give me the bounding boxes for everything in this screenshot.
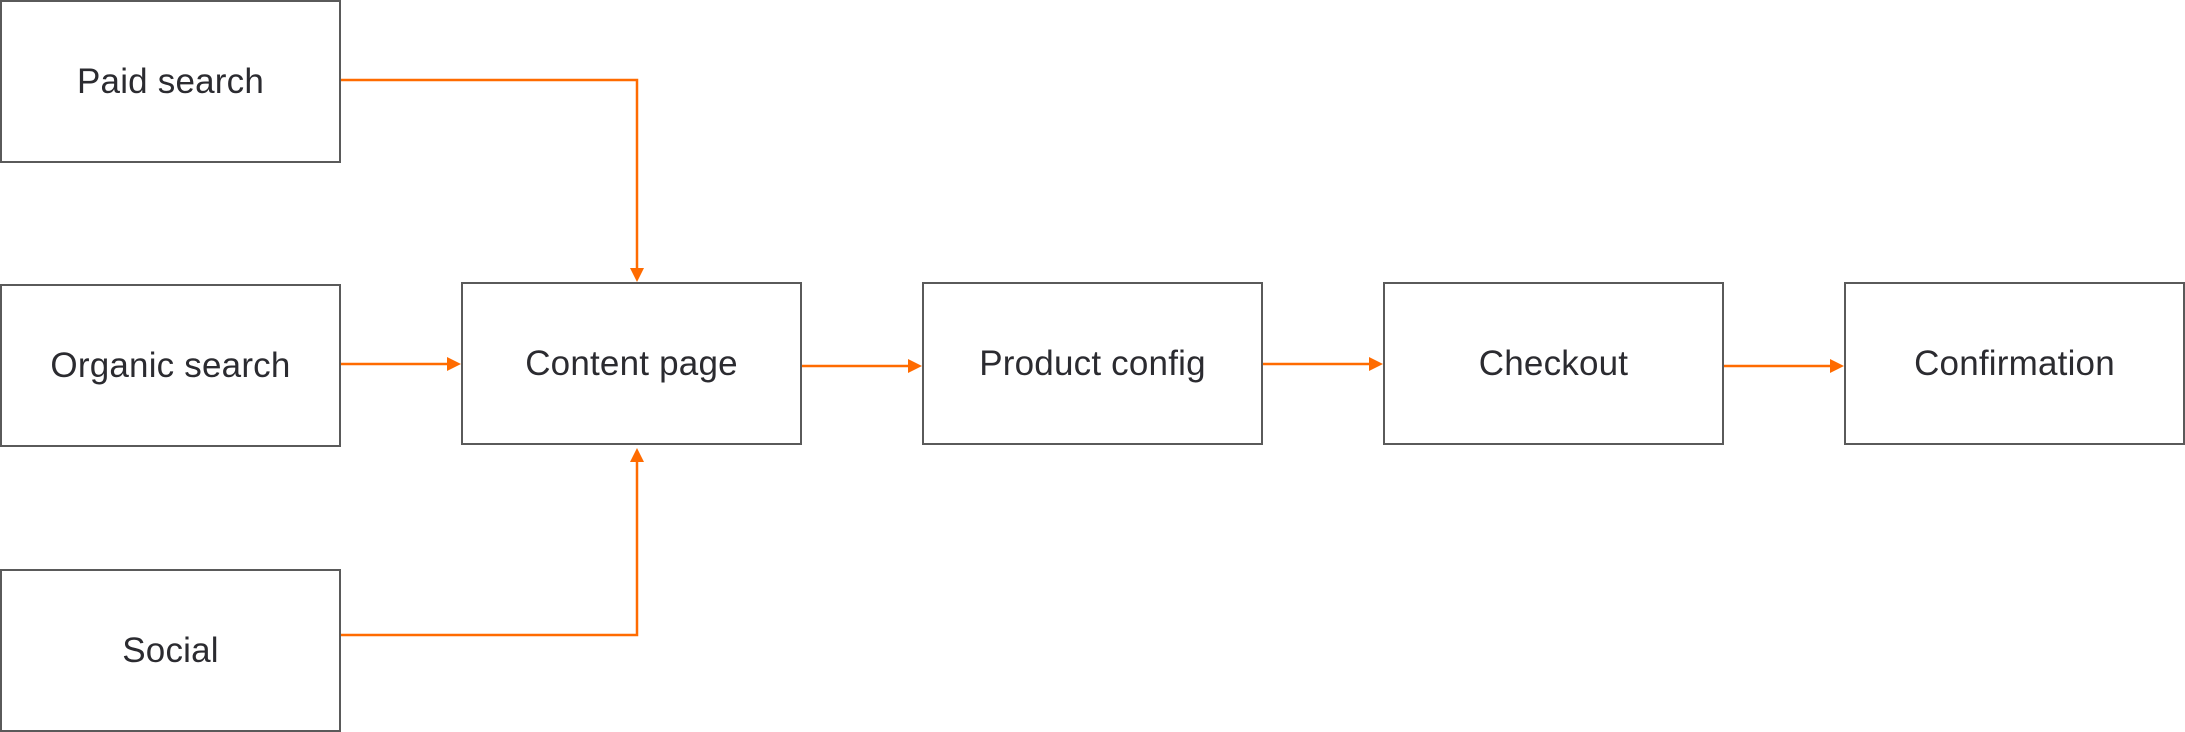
node-label: Content page — [525, 343, 738, 383]
node-label: Paid search — [76, 61, 265, 101]
node-social[interactable]: Social — [0, 569, 341, 732]
node-paid-search[interactable]: Paid search — [0, 0, 341, 163]
arrowhead-icon — [630, 448, 644, 462]
node-product-config[interactable]: Product config — [922, 282, 1263, 445]
arrowhead-icon — [447, 357, 461, 371]
node-organic-search[interactable]: Organic search — [0, 284, 341, 447]
arrowhead-icon — [908, 359, 922, 373]
arrowhead-icon — [1830, 359, 1844, 373]
edge-paid-search-to-content-page — [341, 78, 639, 272]
node-label: Checkout — [1478, 343, 1629, 383]
node-checkout[interactable]: Checkout — [1383, 282, 1724, 445]
node-label: Social — [122, 630, 219, 670]
node-label: Organic search — [50, 345, 291, 385]
node-confirmation[interactable]: Confirmation — [1844, 282, 2185, 445]
arrowhead-icon — [1369, 357, 1383, 371]
node-label: Product config — [979, 343, 1206, 383]
node-label: Confirmation — [1914, 343, 2115, 383]
node-content-page[interactable]: Content page — [461, 282, 802, 445]
edge-social-to-content-page — [341, 460, 639, 637]
arrowhead-icon — [630, 268, 644, 282]
